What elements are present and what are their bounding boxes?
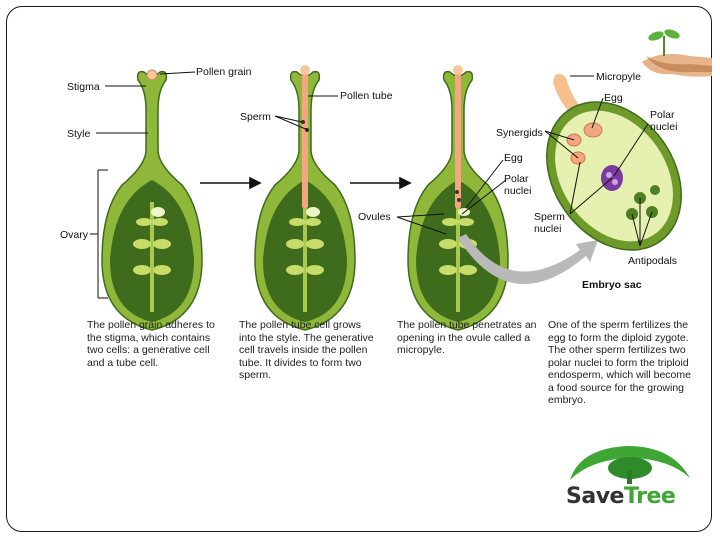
label-ovary: Ovary <box>60 229 89 241</box>
label-nuclei-sac: nuclei <box>650 121 677 133</box>
label-nuclei-stage3: nuclei <box>504 185 531 197</box>
logo-tree-text: Tree <box>624 484 676 509</box>
label-polar-sac: Polar <box>650 109 675 121</box>
label-egg-sac: Egg <box>604 92 623 104</box>
stage-arrows <box>200 176 412 190</box>
label-stigma: Stigma <box>67 81 100 93</box>
caption-stage-4: One of the sperm fertilizes the egg to f… <box>548 319 691 406</box>
label-egg-stage3: Egg <box>504 152 523 164</box>
pistil-stage-1 <box>100 69 204 332</box>
embryo-sac <box>546 74 682 251</box>
label-synergids: Synergids <box>496 127 543 139</box>
caption-stage-3: The pollen tube penetrates an opening in… <box>397 319 537 356</box>
caption-stage-2: The pollen tube cell grows into the styl… <box>239 319 374 381</box>
label-style: Style <box>67 128 91 140</box>
zoom-arrow <box>458 234 598 285</box>
label-polar-stage3: Polar <box>504 173 529 185</box>
label-micropyle: Micropyle <box>596 71 641 83</box>
label-embryo-sac: Embryo sac <box>582 279 642 291</box>
pistil-stage-3 <box>406 65 510 332</box>
label-ovules: Ovules <box>358 211 391 223</box>
label-sperm-nuclei: nuclei <box>534 223 561 235</box>
pistil-stage-2 <box>253 65 357 332</box>
label-lines <box>90 71 653 299</box>
label-pollen-grain: Pollen grain <box>196 66 252 78</box>
logo-save-text: Save <box>566 484 624 509</box>
label-sperm-sac: Sperm <box>534 211 565 223</box>
label-sperm: Sperm <box>240 111 271 123</box>
label-antipodals: Antipodals <box>628 255 677 267</box>
seedling-hands-image <box>642 29 712 77</box>
label-pollen-tube: Pollen tube <box>340 90 393 102</box>
savetree-logo-graphic <box>570 446 690 484</box>
caption-stage-1: The pollen grain adheres to the stigma, … <box>87 319 215 369</box>
